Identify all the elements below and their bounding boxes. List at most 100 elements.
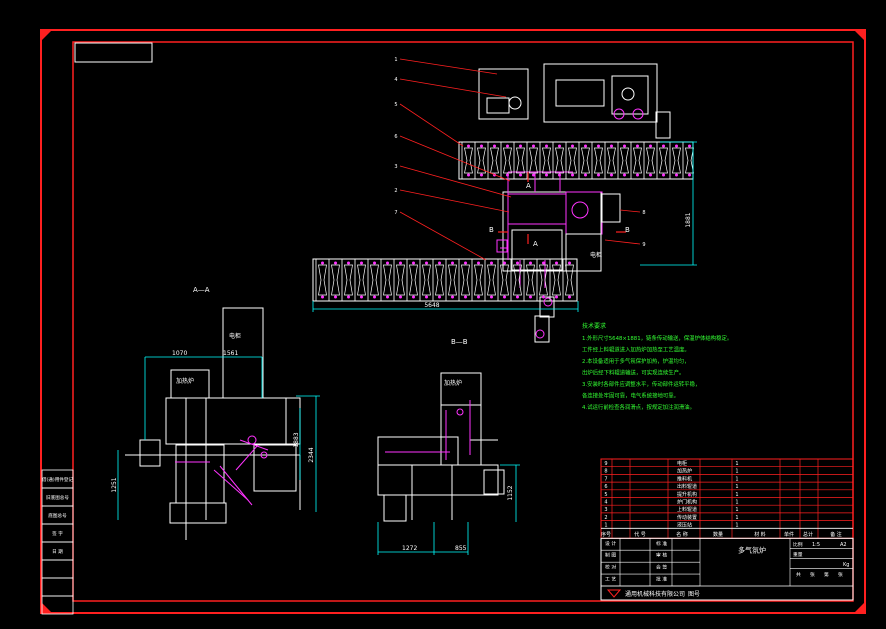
roller-bearing <box>555 261 558 265</box>
roller-bearing <box>610 173 613 177</box>
parts-header-cell: 名 称 <box>676 531 688 538</box>
roller <box>490 147 499 174</box>
section-mark-a-top: A <box>526 182 531 190</box>
plan-magenta-parts <box>496 171 573 339</box>
roller-bearing <box>571 144 574 148</box>
sign-role-2: 标 准 <box>656 540 667 547</box>
roller <box>461 264 470 296</box>
pusher-unit <box>539 296 555 318</box>
roller-bearing <box>464 261 467 265</box>
roller-bearing <box>451 295 454 299</box>
aa-cabinet-label: 电柜 <box>229 332 241 340</box>
aa-right-dimension: 1561 <box>223 350 238 357</box>
balloon-number: 1 <box>394 57 397 63</box>
section-bb-title: B—B <box>451 338 468 346</box>
plan-dimensions <box>312 141 697 312</box>
roller-bearing <box>347 295 350 299</box>
roller-bearing <box>636 173 639 177</box>
roller <box>409 264 418 296</box>
roller-bearing <box>662 144 665 148</box>
part-number: 4 <box>604 500 607 506</box>
note-line: 各连接处牢固可靠，电气系统接地可靠。 <box>582 392 679 400</box>
roller-bearing <box>571 173 574 177</box>
sheet-count-label: 张 <box>838 571 843 578</box>
plan-width-dimension: 5648 <box>424 302 439 309</box>
roller-bearing <box>558 173 561 177</box>
balloon-number: 3 <box>394 164 397 170</box>
part-name: 液压站 <box>677 522 692 529</box>
sign-role-2: 批 准 <box>656 576 667 583</box>
sign-role: 工 艺 <box>605 577 616 583</box>
drive-unit <box>543 63 658 123</box>
roller <box>503 147 512 174</box>
scale-label: 比例 <box>793 541 803 548</box>
roller-bearing <box>636 144 639 148</box>
section-mark-b-right: B <box>625 226 630 234</box>
parts-header-cell: 单件 <box>784 531 794 538</box>
roller-bearing <box>568 295 571 299</box>
roller-bearing <box>597 144 600 148</box>
roller-bearing <box>360 295 363 299</box>
part-name: 推料机 <box>677 475 692 482</box>
section-aa-magenta <box>175 435 269 506</box>
part-number: 7 <box>604 476 607 482</box>
note-line: 4.试运行前检查各润滑点，按规定加注润滑油。 <box>582 403 695 411</box>
roller <box>659 147 668 174</box>
side-table-label: 底图总号 <box>48 512 67 519</box>
section-marks <box>498 172 626 244</box>
roller <box>620 147 629 174</box>
corner-mark-tl <box>41 30 52 41</box>
roller-bearing <box>662 173 665 177</box>
lower-roller-table <box>312 258 578 302</box>
roller <box>396 264 405 296</box>
roller <box>464 147 473 174</box>
roller <box>516 147 525 174</box>
roller <box>581 147 590 174</box>
drawing-number-label: 图号 <box>688 591 700 598</box>
part-qty: 1 <box>735 461 738 467</box>
roller-bearing <box>425 261 428 265</box>
roller <box>318 264 327 296</box>
upper-rollers <box>461 142 694 179</box>
part-name: 上料辊道 <box>677 506 697 513</box>
roller-bearing <box>360 261 363 265</box>
roller-bearing <box>321 295 324 299</box>
part-number: 8 <box>604 469 607 475</box>
part-name: 炉门机构 <box>677 499 697 506</box>
roller-bearing <box>399 295 402 299</box>
scale-value: 1:5 <box>812 542 820 548</box>
roller-bearing <box>568 261 571 265</box>
side-table-label: 借(通)用件登记 <box>42 476 74 483</box>
roller-bearing <box>467 173 470 177</box>
part-number: 3 <box>604 507 607 513</box>
side-table-cell <box>41 559 74 579</box>
balloon-number: 8 <box>642 210 645 216</box>
roller <box>357 264 366 296</box>
side-table-cell <box>41 577 74 597</box>
title-main-frame <box>600 537 854 601</box>
section-bb-dimensions <box>377 464 520 555</box>
roller <box>568 147 577 174</box>
roller-bearing <box>373 295 376 299</box>
hydraulic-station <box>478 68 529 120</box>
roller-bearing <box>584 173 587 177</box>
balloon-number: 2 <box>394 188 397 194</box>
roller <box>344 264 353 296</box>
roller-bearing <box>386 295 389 299</box>
part-number: 1 <box>604 523 607 529</box>
roller-bearing <box>477 261 480 265</box>
roller <box>422 264 431 296</box>
roller <box>646 147 655 174</box>
sign-role: 校 对 <box>605 564 616 571</box>
aa-side-dimension: 1251 <box>111 477 118 492</box>
roller-bearing <box>649 173 652 177</box>
roller-bearing <box>493 144 496 148</box>
roller-bearing <box>373 261 376 265</box>
roller-bearing <box>506 173 509 177</box>
section-aa-title: A—A <box>193 286 210 294</box>
roller-bearing <box>503 295 506 299</box>
roller-bearing <box>490 261 493 265</box>
parts-header-cell: 序号 <box>601 531 611 538</box>
roller <box>500 264 509 296</box>
